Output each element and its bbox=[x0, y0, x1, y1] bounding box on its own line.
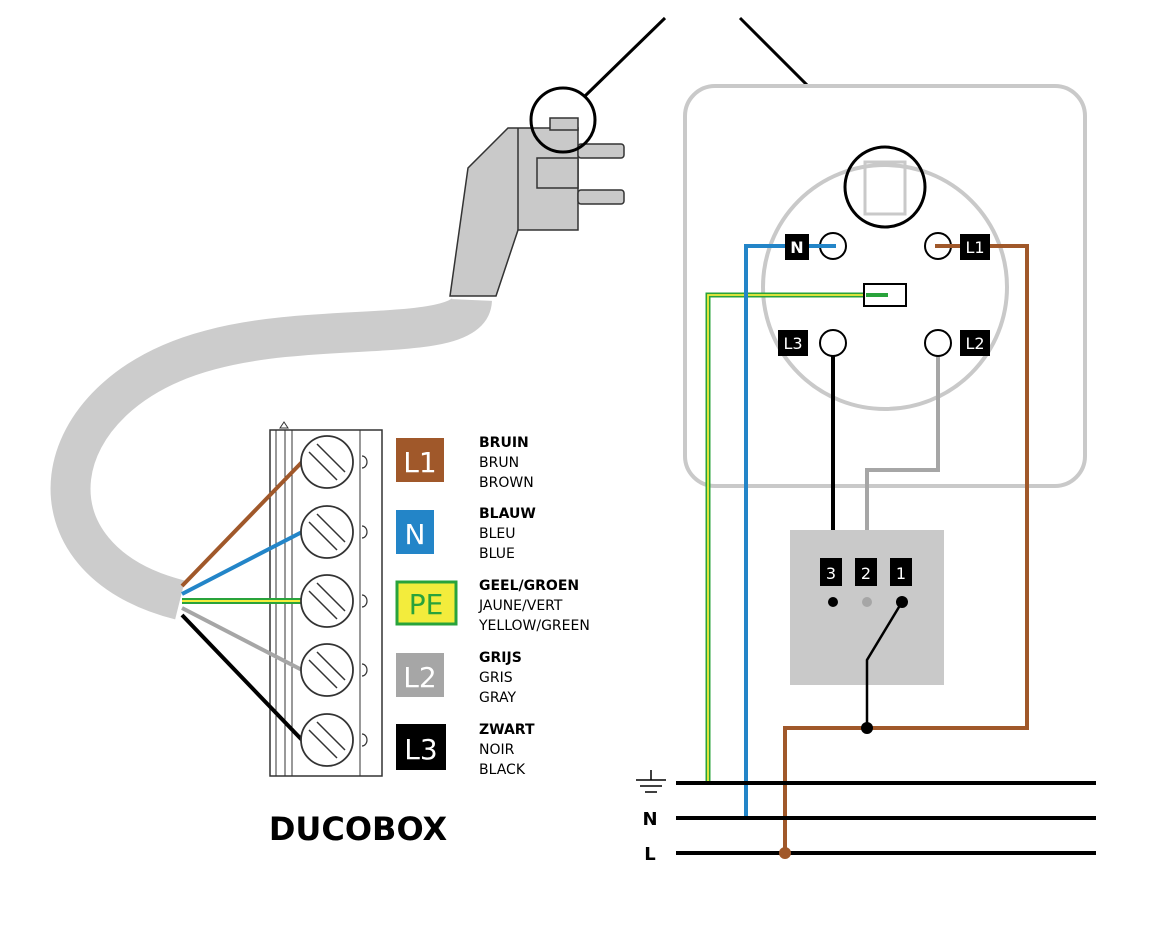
legend-l1-nl: BRUIN bbox=[479, 435, 529, 451]
legend-item-n: N BLAUW BLEU BLUE bbox=[396, 506, 536, 562]
badge-l1 bbox=[396, 438, 444, 482]
legend-n-nl: BLAUW bbox=[479, 506, 536, 522]
plug-pin-top bbox=[577, 143, 625, 159]
terminal-screw-n bbox=[300, 505, 368, 559]
switch-box: 3 2 1 bbox=[790, 530, 944, 734]
terminal-screw-l1 bbox=[300, 435, 368, 489]
badge-pe bbox=[395, 580, 458, 626]
legend-item-pe: PE GEEL/GROEN JAUNE/VERT YELLOW/GREEN bbox=[395, 578, 590, 634]
plug-callout-line bbox=[583, 16, 667, 98]
legend-pe-nl: GEEL/GROEN bbox=[479, 578, 579, 594]
legend-l1-fr: BRUN bbox=[479, 455, 519, 471]
legend: L1 BRUIN BRUN BROWN N BLAUW BLEU BLUE PE… bbox=[395, 435, 590, 778]
badge-l2-text: L2 bbox=[403, 661, 436, 694]
badge-n-text: N bbox=[405, 518, 426, 551]
socket-label-l3: L3 bbox=[783, 334, 802, 353]
legend-item-l3: L3 ZWART NOIR BLACK bbox=[396, 722, 535, 778]
switch-terminal-3: 3 bbox=[826, 564, 836, 583]
wire-l-bus-feed bbox=[783, 726, 868, 853]
socket-labels: N L1 L3 L2 bbox=[778, 234, 990, 356]
bus-label-l: L bbox=[644, 844, 655, 865]
switch-lever bbox=[865, 601, 904, 728]
legend-l3-en: BLACK bbox=[479, 762, 526, 778]
wire-n-blue bbox=[181, 530, 303, 596]
wire-l3-black bbox=[180, 613, 304, 742]
legend-l3-nl: ZWART bbox=[479, 722, 535, 738]
socket-label-n: N bbox=[790, 238, 803, 257]
power-cable bbox=[50, 294, 492, 620]
terminal-screws bbox=[300, 435, 368, 767]
ducobox-label: DUCOBOX bbox=[269, 810, 448, 848]
badge-l1-text: L1 bbox=[403, 446, 436, 479]
cable-wires bbox=[180, 460, 304, 742]
bus-label-n: N bbox=[642, 809, 657, 830]
plug bbox=[449, 117, 625, 297]
wire-l2-gray bbox=[181, 606, 303, 672]
switch-terminal-2: 2 bbox=[861, 564, 871, 583]
wire-pe-socket-yellow bbox=[707, 294, 866, 783]
legend-l2-en: GRAY bbox=[479, 690, 516, 706]
socket-label-l1: L1 bbox=[965, 238, 984, 257]
legend-l2-fr: GRIS bbox=[479, 670, 513, 686]
badge-pe-text: PE bbox=[409, 588, 444, 621]
wire-l1-brown bbox=[180, 460, 304, 588]
terminal-screw-pe bbox=[300, 574, 368, 628]
supply-bus: N L bbox=[636, 770, 1096, 865]
socket-label-l2: L2 bbox=[965, 334, 984, 353]
socket-callout-circle bbox=[843, 145, 927, 229]
terminal-screw-l3 bbox=[300, 713, 368, 767]
switch-junction bbox=[861, 722, 873, 734]
legend-n-fr: BLEU bbox=[479, 526, 516, 542]
legend-l2-nl: GRIJS bbox=[479, 650, 522, 666]
legend-l3-fr: NOIR bbox=[479, 742, 515, 758]
legend-pe-en: YELLOW/GREEN bbox=[478, 618, 590, 634]
badge-n bbox=[396, 510, 434, 554]
plug-pin-bottom bbox=[577, 189, 625, 205]
switch-terminal-1: 1 bbox=[896, 564, 906, 583]
legend-l1-en: BROWN bbox=[479, 475, 534, 491]
earth-icon bbox=[636, 770, 666, 793]
contact-l2 bbox=[924, 329, 952, 357]
plug-callout-circle bbox=[529, 86, 597, 154]
legend-item-l1: L1 BRUIN BRUN BROWN bbox=[396, 435, 534, 491]
badge-l3 bbox=[396, 724, 446, 770]
contact-l3 bbox=[819, 329, 847, 357]
plug-earth-recess bbox=[536, 157, 579, 189]
bus-l-junction bbox=[779, 847, 791, 859]
socket-contacts bbox=[818, 232, 955, 357]
socket-earth-clip bbox=[863, 160, 907, 216]
legend-pe-fr: JAUNE/VERT bbox=[478, 598, 563, 614]
badge-l3-text: L3 bbox=[404, 733, 437, 766]
terminal-screw-l2 bbox=[300, 643, 368, 697]
plug-earth-clip bbox=[549, 117, 579, 131]
legend-n-en: BLUE bbox=[479, 546, 515, 562]
legend-item-l2: L2 GRIJS GRIS GRAY bbox=[396, 650, 522, 706]
badge-l2 bbox=[396, 653, 444, 697]
